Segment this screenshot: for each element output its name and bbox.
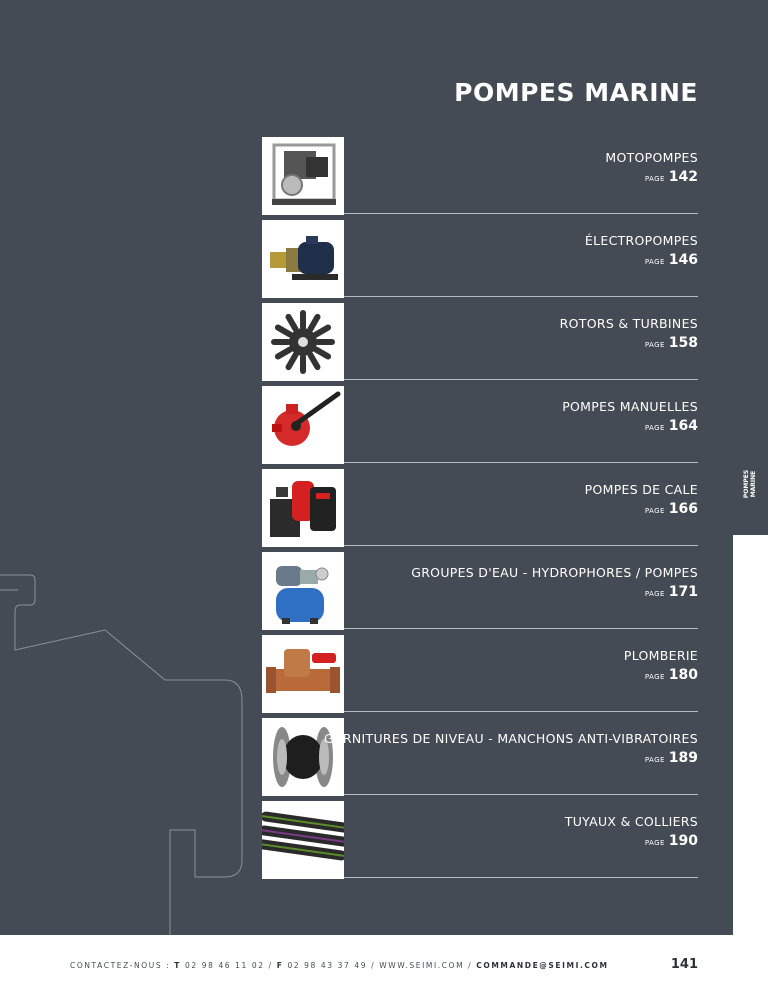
- divider: [344, 794, 698, 795]
- divider: [344, 711, 698, 712]
- hose-icon: [262, 801, 344, 879]
- category-label: POMPES DE CALE: [584, 482, 698, 497]
- impeller-icon: [262, 303, 344, 381]
- divider: [344, 462, 698, 463]
- category-label: TUYAUX & COLLIERS: [564, 814, 698, 829]
- page-word: PAGE: [644, 175, 665, 183]
- motor-pump-icon: [262, 137, 344, 215]
- electric-pump-icon: [262, 220, 344, 298]
- contact-prefix: CONTACTEZ-NOUS :: [70, 961, 175, 970]
- category-label: ROTORS & TURBINES: [559, 316, 698, 331]
- contact-line: CONTACTEZ-NOUS : T 02 98 46 11 02 / F 02…: [70, 961, 609, 970]
- side-tab: [733, 0, 768, 535]
- valve-icon: [262, 635, 344, 713]
- page-number: 189: [668, 750, 698, 766]
- category-label: PLOMBERIE: [623, 648, 698, 663]
- bilge-pump-icon: [262, 469, 344, 547]
- page-word: PAGE: [644, 341, 665, 349]
- side-tab-line1: POMPES: [743, 469, 750, 499]
- category-label: ÉLECTROPOMPES: [584, 233, 698, 248]
- page-word: PAGE: [644, 507, 665, 515]
- page-word: PAGE: [644, 424, 665, 432]
- footer: CONTACTEZ-NOUS : T 02 98 46 11 02 / F 02…: [0, 935, 768, 994]
- divider: [344, 628, 698, 629]
- side-tab-label: POMPES MARINE: [743, 470, 757, 498]
- page-number: 180: [668, 667, 698, 683]
- category-label: MOTOPOMPES: [605, 150, 698, 165]
- side-tab-line2: MARINE: [750, 470, 757, 498]
- divider: [344, 877, 698, 878]
- page-number-footer: 141: [670, 957, 698, 972]
- side-strip: [733, 535, 768, 935]
- phone-label: T: [174, 961, 181, 970]
- page-word: PAGE: [644, 839, 665, 847]
- page-word: PAGE: [644, 258, 665, 266]
- fax-label: F: [276, 961, 284, 970]
- page-title: POMPES MARINE: [454, 78, 698, 107]
- email-link[interactable]: COMMANDE@SEIMI.COM: [476, 961, 609, 970]
- category-label: POMPES MANUELLES: [562, 399, 698, 414]
- divider: [344, 545, 698, 546]
- page-number: 171: [668, 584, 698, 600]
- divider: [344, 379, 698, 380]
- page-number: 142: [668, 169, 698, 185]
- hand-pump-icon: [262, 386, 344, 464]
- water-group-icon: [262, 552, 344, 630]
- page-word: PAGE: [644, 756, 665, 764]
- phone-number: 02 98 46 11 02 /: [181, 961, 277, 970]
- category-row-garnitures[interactable]: GARNITURES DE NIVEAU - MANCHONS ANTI-VIB…: [262, 718, 698, 800]
- category-label: GROUPES D'EAU - HYDROPHORES / POMPES: [411, 565, 698, 580]
- page-number: 166: [668, 501, 698, 517]
- fax-and-website: 02 98 43 37 49 / WWW.SEIMI.COM /: [283, 961, 477, 970]
- flex-coupling-icon: [262, 718, 344, 796]
- divider: [344, 296, 698, 297]
- category-label: GARNITURES DE NIVEAU - MANCHONS ANTI-VIB…: [324, 731, 698, 746]
- page-number: 158: [668, 335, 698, 351]
- page-number: 190: [668, 833, 698, 849]
- page-word: PAGE: [644, 673, 665, 681]
- page-number: 164: [668, 418, 698, 434]
- page-word: PAGE: [644, 590, 665, 598]
- category-row-groupes-d-eau[interactable]: GROUPES D'EAU - HYDROPHORES / POMPES PAG…: [262, 552, 698, 634]
- page-number: 146: [668, 252, 698, 268]
- divider: [344, 213, 698, 214]
